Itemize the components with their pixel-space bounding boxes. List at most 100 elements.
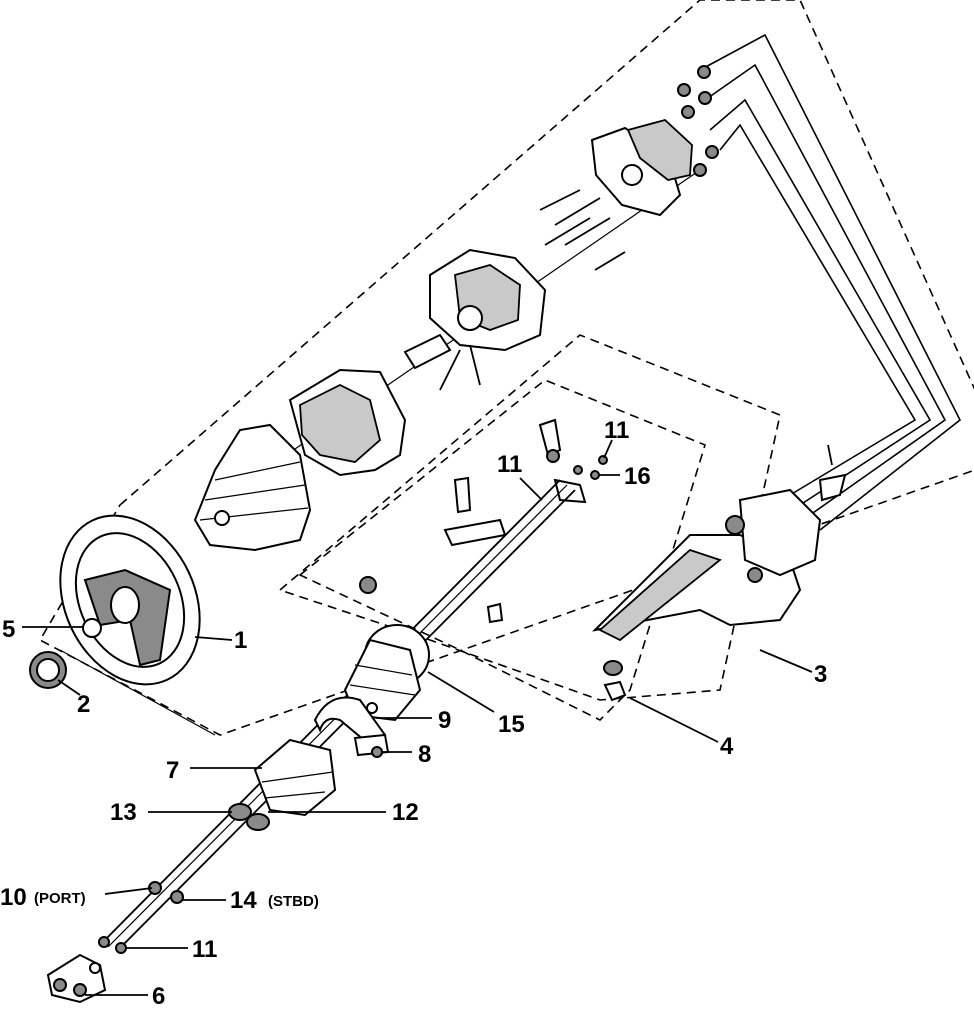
leader-11a (519, 477, 543, 501)
bolt-5 (594, 251, 626, 271)
terminal-pin (89, 962, 101, 974)
nut-5 (705, 145, 719, 159)
terminal-nut-2 (73, 983, 87, 997)
callout-15: 15 (498, 711, 525, 738)
callout-2: 2 (77, 691, 90, 718)
helm-stand (439, 349, 461, 391)
callout-11-upper: 11 (497, 451, 522, 478)
cable-end-block (553, 478, 587, 504)
line-a (699, 33, 962, 531)
strap-nut-8 (371, 746, 383, 758)
clamp-bolt-upper (538, 418, 562, 457)
lower-boot-rib-2 (264, 791, 326, 799)
washer-4 (603, 660, 623, 676)
callout-16: 16 (624, 463, 651, 490)
leader-3 (759, 649, 813, 673)
terminal-block (46, 953, 107, 1004)
cable-boot-15 (343, 624, 430, 722)
wheel-hub (110, 586, 140, 624)
grommet-rib-2 (349, 684, 416, 696)
wheel-cap (29, 651, 67, 689)
callout-9: 9 (438, 707, 451, 734)
leader-2 (57, 679, 81, 696)
callout-8: 8 (418, 741, 431, 768)
boot-rib-1 (214, 461, 301, 481)
cable-fitting-14 (170, 890, 184, 904)
line-b (704, 63, 947, 516)
callout-10-note: (PORT) (34, 890, 86, 907)
wheel-guide-line (59, 649, 216, 736)
callout-10: 10 (0, 884, 27, 911)
helm-boot (193, 423, 312, 552)
washer-16 (590, 470, 600, 480)
mount-bracket (591, 444, 847, 642)
helm-mechanism (403, 248, 547, 391)
leader-11b (603, 439, 613, 459)
callout-6: 6 (152, 983, 165, 1009)
nut-4-part (603, 680, 627, 702)
callout-14-note: (STBD) (268, 893, 319, 910)
cable-clamp (443, 418, 608, 547)
leader-1 (194, 636, 233, 641)
outline-mount-group (278, 334, 781, 701)
cable-end-11b (115, 942, 127, 954)
helm-shaft (403, 333, 452, 370)
helm-gear-hub (457, 305, 483, 331)
callout-7: 7 (166, 757, 179, 784)
callout-12: 12 (392, 799, 419, 826)
callout-14: 14 (230, 887, 257, 914)
helm-cylinder (626, 119, 693, 181)
helm-flange (539, 65, 719, 271)
nut-2 (677, 83, 691, 97)
cap-inner (36, 658, 60, 682)
helm-bezel (288, 368, 407, 477)
leader-4 (629, 697, 719, 743)
leader-10 (104, 887, 153, 895)
lower-boot (228, 738, 337, 831)
callout-4: 4 (720, 733, 734, 760)
bracket-ribs (598, 548, 722, 642)
bolt-4 (564, 217, 611, 246)
cable-end-11a (98, 936, 110, 948)
sleeve (486, 602, 504, 624)
callout-11-lower: 11 (192, 936, 217, 963)
washer-11 (573, 465, 583, 475)
bracket-hardware (359, 576, 627, 702)
callout-11-right: 11 (604, 417, 629, 444)
callout-1: 1 (234, 627, 247, 654)
pump-arm (818, 473, 847, 502)
grommet-rib-1 (354, 664, 413, 676)
steering-wheel (59, 514, 201, 686)
terminal-nut-1 (53, 978, 67, 992)
nut-6 (693, 163, 707, 177)
pump-screw (827, 444, 833, 466)
clamp-nut-upper (546, 449, 560, 463)
nut-3 (698, 91, 712, 105)
bolt-3 (544, 217, 591, 246)
callout-5: 5 (2, 616, 15, 643)
nut-11 (598, 455, 608, 465)
boot-rib-2 (204, 484, 306, 501)
leader-15 (427, 671, 495, 713)
callout-3: 3 (814, 661, 827, 688)
bolt-2 (554, 197, 601, 226)
clamp-plate (443, 518, 507, 547)
lower-boot-rib-1 (261, 771, 334, 783)
pump-fitting (725, 515, 745, 535)
pump-body (738, 488, 822, 577)
clamp-bolt-left (453, 476, 472, 514)
boot-hole (214, 510, 230, 526)
wheel-nut-5 (82, 618, 102, 638)
boot-cone (193, 423, 312, 552)
outline-inner-group (298, 379, 706, 721)
ring-12 (246, 813, 270, 831)
bolt-1 (539, 189, 581, 211)
nut-1 (697, 65, 711, 79)
line-d (719, 123, 917, 496)
callout-13: 13 (110, 799, 137, 826)
nut-4 (681, 105, 695, 119)
helm-hub (621, 164, 643, 186)
nut-loose (359, 576, 377, 594)
line-c (709, 98, 932, 506)
